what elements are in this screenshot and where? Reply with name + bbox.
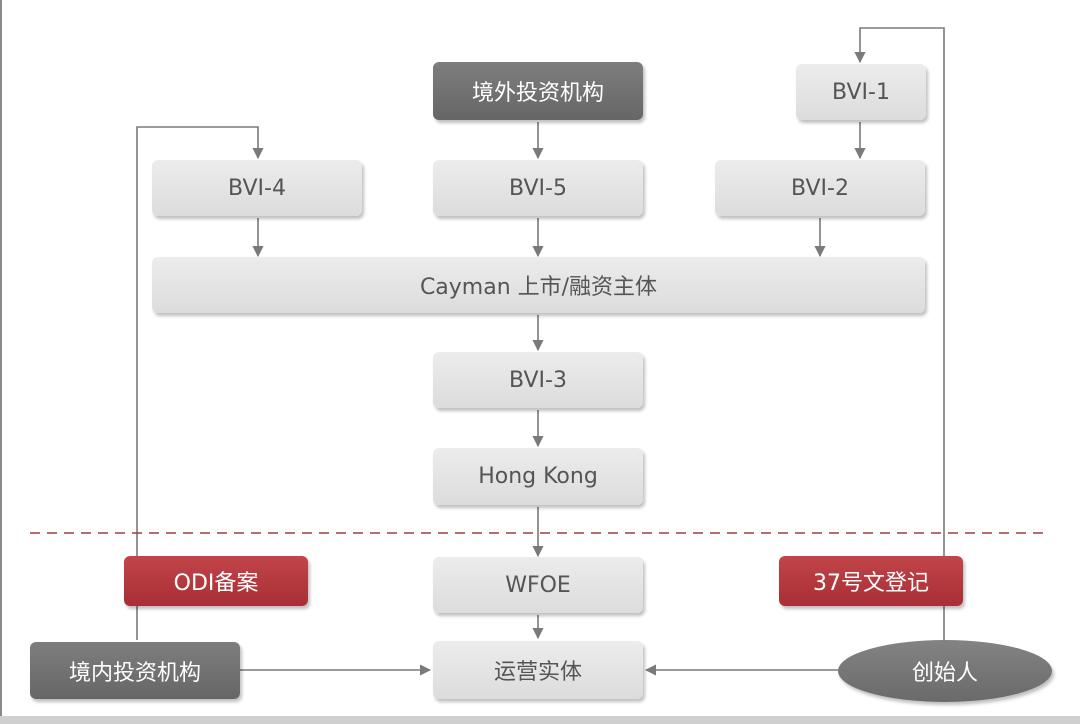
arrow-founder-to-bvi1 (854, 27, 945, 640)
bvi3-node: BVI-3 (433, 352, 643, 408)
founder-node: 创始人 (838, 640, 1052, 702)
left-border (0, 0, 2, 724)
overseas-investor-node: 境外投资机构 (433, 62, 643, 120)
bottom-border (0, 716, 1080, 724)
arrow-domestic-to-bvi4 (136, 126, 264, 640)
bvi5-node: BVI-5 (433, 160, 643, 216)
bvi1-node: BVI-1 (796, 64, 926, 120)
domestic-investor-node: 境内投资机构 (30, 642, 240, 699)
operating-entity-node: 运营实体 (433, 641, 643, 699)
hongkong-node: Hong Kong (433, 448, 643, 505)
cayman-node: Cayman 上市/融资主体 (152, 257, 925, 313)
circular37-badge: 37号文登记 (779, 556, 963, 606)
bvi4-node: BVI-4 (152, 160, 362, 216)
odi-filing-badge: ODI备案 (124, 556, 308, 606)
bvi2-node: BVI-2 (715, 160, 925, 216)
wfoe-node: WFOE (433, 557, 643, 613)
